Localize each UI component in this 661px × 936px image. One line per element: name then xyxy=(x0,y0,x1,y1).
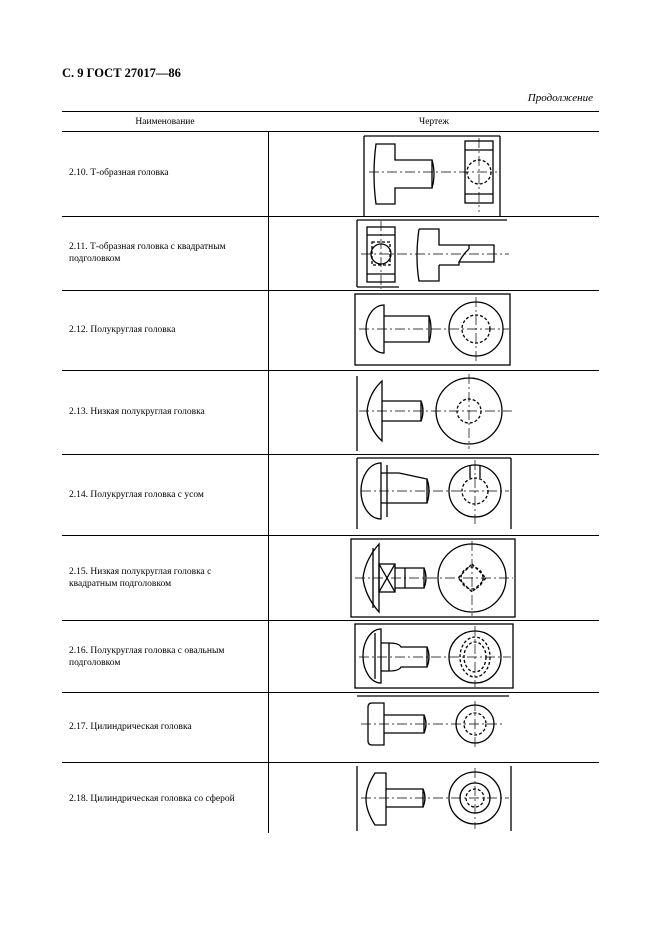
row-label: 2.17. Цилиндрическая головка xyxy=(69,722,192,732)
table-row: 2.15. Низкая полукруглая головка с квадр… xyxy=(62,536,599,620)
column-header-drawing: Чертеж xyxy=(419,117,449,127)
table-row: 2.10. Т-образная головка xyxy=(62,132,599,216)
drawing-cylinder-head-sphere xyxy=(269,763,599,833)
table-row: 2.18. Цилиндрическая головка со сферой xyxy=(62,763,599,833)
row-label: 2.14. Полукруглая головка с усом xyxy=(69,490,204,500)
header-rule xyxy=(62,131,599,132)
row-label: 2.15. Низкая полукруглая головка с квадр… xyxy=(69,567,212,589)
table-row: 2.17. Цилиндрическая головка xyxy=(62,693,599,762)
drawing-cylinder-head xyxy=(269,693,599,762)
table-row: 2.12. Полукруглая головка xyxy=(62,291,599,370)
drawing-t-head-square-neck xyxy=(269,217,599,290)
row-label: 2.12. Полукруглая головка xyxy=(69,325,176,335)
row-label: 2.13. Низкая полукруглая головка xyxy=(69,407,205,417)
table-row: 2.16. Полукруглая головка с овальным под… xyxy=(62,621,599,692)
table-row: 2.11. Т-образная головка с квадратным по… xyxy=(62,217,599,290)
table-row: 2.13. Низкая полукруглая головка xyxy=(62,371,599,454)
drawing-round-head xyxy=(269,291,599,370)
drawing-low-round-head xyxy=(269,371,599,454)
drawing-round-head-nib xyxy=(269,455,599,535)
drawing-t-head xyxy=(269,132,599,216)
row-label: 2.16. Полукруглая головка с овальным под… xyxy=(69,646,225,668)
table-top-rule xyxy=(62,111,599,112)
continuation-label: Продолжение xyxy=(527,92,593,104)
row-label: 2.10. Т-образная головка xyxy=(69,168,169,178)
drawing-low-round-head-square-neck xyxy=(269,536,599,620)
column-header-name: Наименование xyxy=(135,117,195,127)
page-header: С. 9 ГОСТ 27017—86 xyxy=(62,66,181,80)
drawing-round-head-oval-neck xyxy=(269,621,599,692)
fasteners-table: Наименование Чертеж 2.10. Т-образная гол… xyxy=(62,111,599,833)
row-label: 2.11. Т-образная головка с квадратным по… xyxy=(69,242,226,264)
table-row: 2.14. Полукруглая головка с усом xyxy=(62,455,599,535)
row-label: 2.18. Цилиндрическая головка со сферой xyxy=(69,794,235,804)
column-divider xyxy=(268,131,269,833)
